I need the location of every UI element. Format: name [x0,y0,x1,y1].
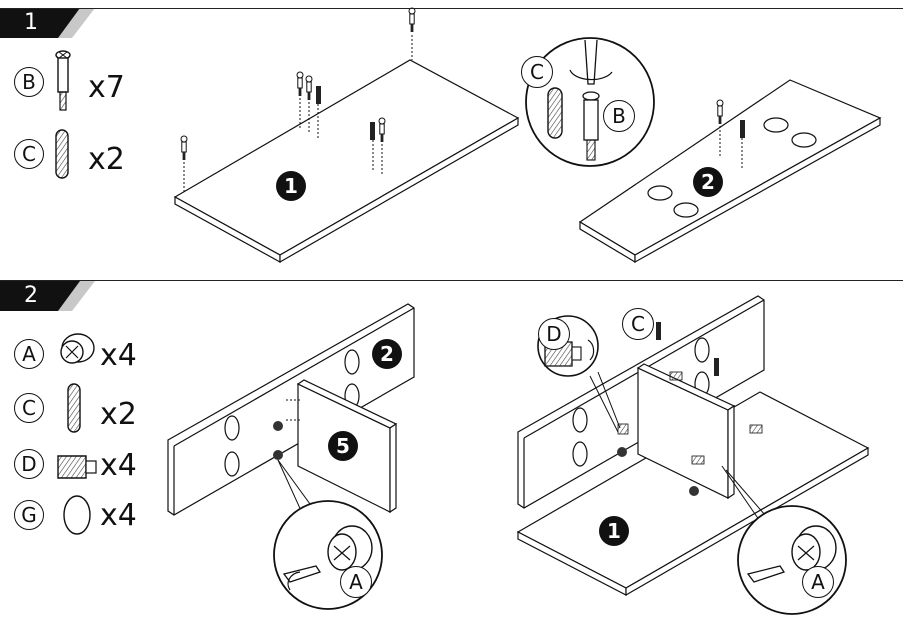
callout-a-right: A [802,566,834,598]
callout-c-step1: C [521,56,553,88]
panel-1-drawing [173,59,520,264]
part-g-quantity: x4 [100,498,137,533]
part-letter-c: C [14,139,44,169]
part-c2-quantity: x2 [100,397,137,432]
wooden-dowel-icon-2 [67,383,81,433]
panel-badge-1-step2: 1 [599,516,629,546]
step-1-tab [0,8,95,38]
part-letter-g: G [14,500,44,530]
wooden-dowel-icon [55,129,69,179]
panel-badge-2: 2 [693,167,723,197]
cam-bolt-icon [55,50,71,111]
part-letter-c2: C [14,393,44,423]
callout-b-step1: B [603,100,635,132]
zoom-detail-step-2-right [737,505,847,615]
plastic-insert-icon [57,455,97,479]
part-c-quantity: x2 [88,142,125,177]
part-letter-d: D [14,449,44,479]
panel-badge-1: 1 [276,171,306,201]
step-1-divider [0,8,903,10]
part-b-quantity: x7 [88,70,125,105]
step-1-number: 1 [24,10,38,35]
part-d-quantity: x4 [100,448,137,483]
zoom-detail-step-1 [525,37,655,167]
callout-d: D [538,318,570,350]
panel-badge-5: 5 [328,431,358,461]
step-2-number: 2 [24,283,38,308]
panel-1-bolts [180,7,416,192]
assembled-frame-drawing [516,295,870,597]
panel-badge-2-step2: 2 [372,339,402,369]
part-letter-a: A [14,339,44,369]
callout-a-left: A [340,566,372,598]
panel-2-step2-drawing [167,303,415,516]
part-letter-b: B [14,67,44,97]
cover-cap-icon [63,495,91,535]
part-a-quantity: x4 [100,338,137,373]
step2-left-fittings [273,399,319,516]
panel-2-bolts [716,99,745,170]
cam-lock-icon [60,333,95,364]
callout-c-step2: C [622,308,654,340]
step-2-divider [0,280,903,282]
step-2-tab [0,281,95,311]
